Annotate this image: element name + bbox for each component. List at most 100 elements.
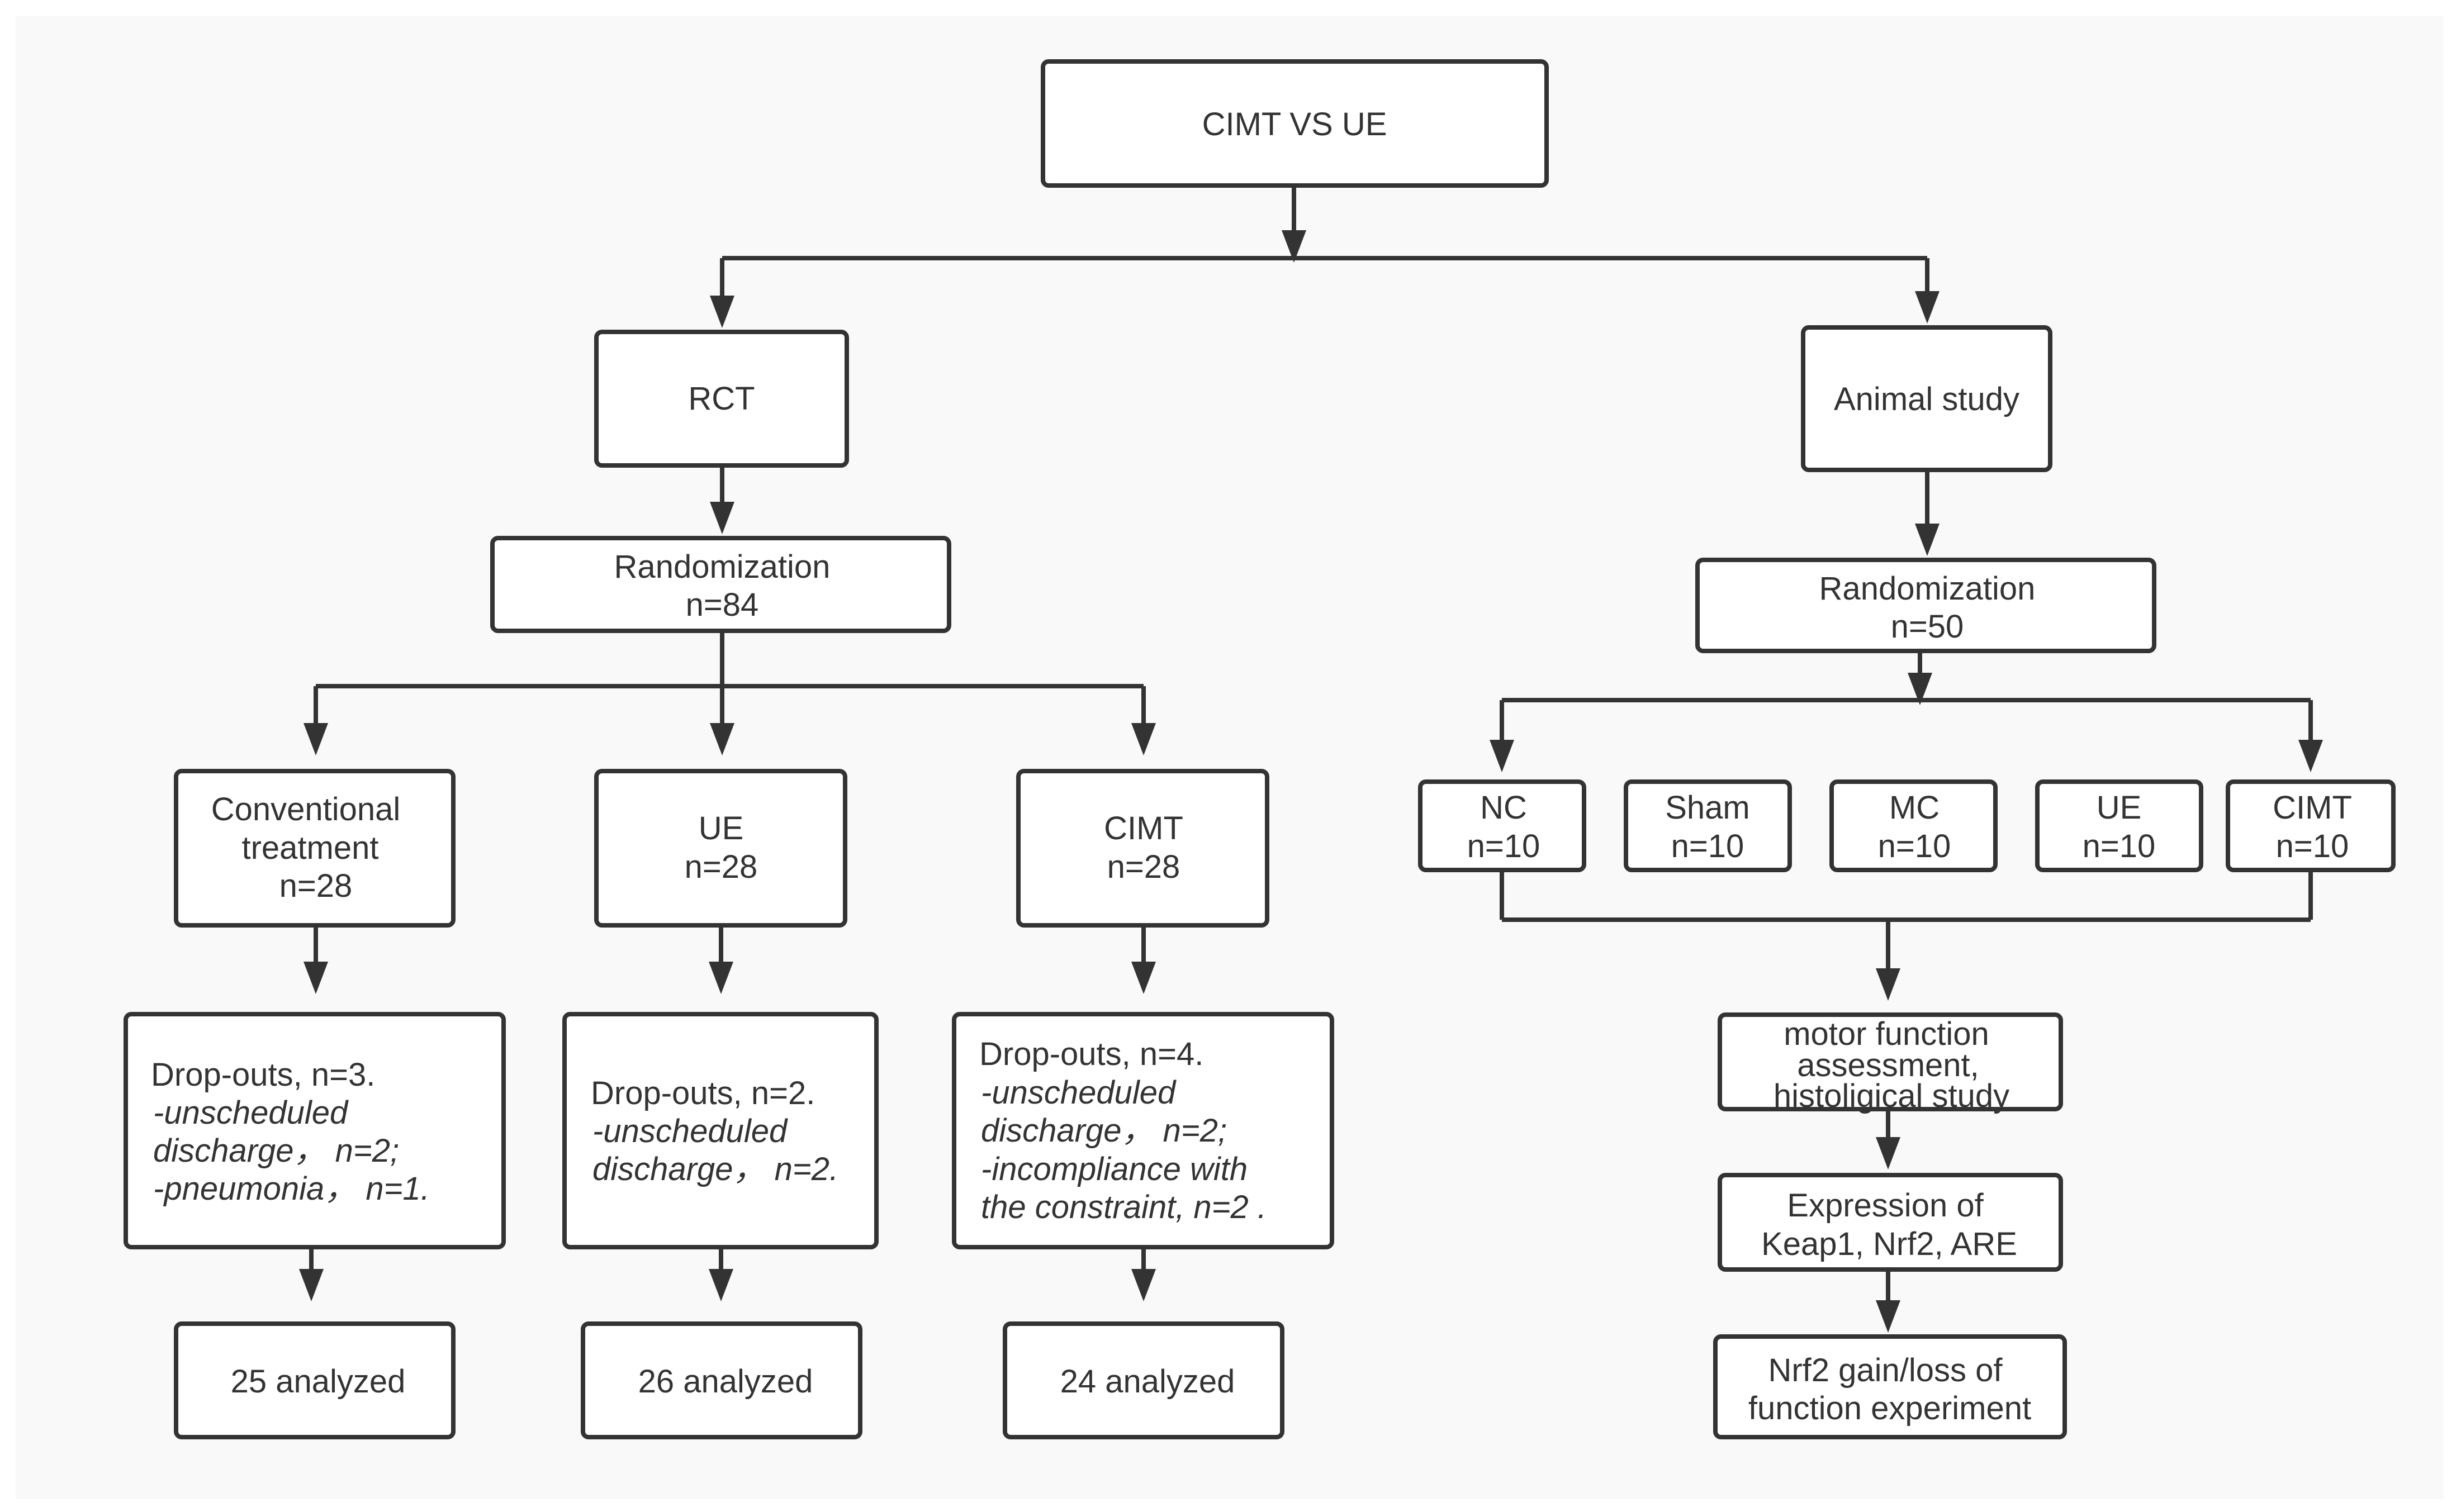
dropouts-detail: -unscheduled [153,1095,349,1131]
dropouts-conventional: Drop-outs, n=3. -unscheduled discharge， … [124,1012,506,1249]
arrowhead-groups-randomization [1908,673,1932,705]
step-assessment: motor function assessment, histoligical … [1718,1012,2063,1114]
step-expression: Expression of Keap1, Nrf2, ARE [1718,1173,2063,1272]
arm-name-line: Conventional [211,791,401,828]
arrowhead-assessment [1876,968,1900,1001]
arm-n: n=28 [279,868,353,904]
dropouts-box [952,1012,1334,1249]
animal-randomization-line: Randomization [1819,570,2036,607]
group-box [2035,779,2203,872]
rct-randomization-node: Randomization n=84 [490,536,951,633]
arrowhead-cimt-group [2298,740,2323,772]
arm-name-line: treatment [242,830,379,866]
analyzed-box [174,1321,456,1439]
dropouts-detail: discharge， n=2; [153,1133,399,1169]
dropouts-detail: -pneumonia， n=1. [153,1171,430,1207]
group-box [1624,779,1792,872]
rct-node: RCT [594,330,849,468]
group-name: NC [1480,790,1527,826]
arrowhead-expression [1876,1137,1900,1169]
animal-randomization-node: Randomization n=50 [1695,558,2156,653]
step-nrf2: Nrf2 gain/loss of function experiment [1713,1334,2067,1439]
group-n: n=10 [1878,828,1951,864]
animal-label: Animal study [1834,381,2019,417]
group-n: n=10 [2083,828,2156,864]
arm-name-line: UE [699,810,744,847]
dropouts-detail: -incompliance with [981,1151,1248,1187]
arrowhead-cimt-analyzed [1131,1269,1156,1301]
analyzed-label: 26 analyzed [638,1363,813,1400]
step-line: Expression of [1787,1187,1984,1224]
step-box [1718,1012,2063,1111]
analyzed-ue: 26 analyzed [581,1321,862,1439]
arm-box [174,769,456,928]
animal-node: Animal study [1801,325,2052,472]
analyzed-cimt: 24 analyzed [1003,1321,1284,1439]
rct-randomization-box [490,536,951,633]
step-line: histoligical study [1774,1078,2009,1114]
dropouts-cimt: Drop-outs, n=4. -unscheduled discharge， … [952,1012,1334,1249]
group-name: MC [1889,790,1940,826]
arrowhead-ue-analyzed [709,1269,733,1301]
analyzed-label: 24 analyzed [1060,1363,1235,1400]
dropouts-heading: Drop-outs, n=2. [591,1075,815,1111]
dropouts-box [124,1012,506,1249]
group-n: n=10 [2276,828,2349,864]
group-box [2226,779,2396,872]
dropouts-detail: -unscheduled [981,1074,1177,1111]
group-sham: Sham n=10 [1624,779,1792,872]
dropouts-heading: Drop-outs, n=3. [151,1057,375,1093]
arm-cimt: CIMT n=28 [1016,769,1269,928]
step-line: motor function [1784,1016,1989,1052]
step-line: Keap1, Nrf2, ARE [1761,1226,2017,1262]
arrowhead-conventional [304,723,328,755]
group-n: n=10 [1467,828,1540,864]
animal-randomization-line: n=50 [1891,608,1964,645]
step-line: function experiment [1748,1390,2031,1427]
arrowhead-rct-randomization [710,502,734,534]
arrowhead-ue [710,723,734,755]
group-box [1418,779,1586,872]
group-name: Sham [1665,790,1750,826]
group-cimt: CIMT n=10 [2226,779,2396,872]
arm-name-line: CIMT [1104,810,1183,847]
arm-conventional: Conventional treatment n=28 [174,769,456,928]
rct-label: RCT [688,381,755,417]
dropouts-detail: discharge， n=2. [592,1151,838,1187]
arrowhead-animal-randomization [1915,524,1940,556]
arrowheads [299,230,2323,1333]
group-nc: NC n=10 [1418,779,1586,872]
animal-box [1801,325,2052,472]
group-n: n=10 [1671,828,1744,864]
group-box [1829,779,1998,872]
arm-n: n=28 [1107,849,1180,885]
arrowhead-ue-dropouts [709,962,733,994]
dropouts-heading: Drop-outs, n=4. [979,1036,1203,1072]
top-box [1041,59,1549,188]
arrowhead-nc [1490,740,1514,772]
step-box [1718,1173,2063,1272]
rct-randomization-line: n=84 [686,587,759,623]
analyzed-box [1003,1321,1284,1439]
analyzed-conventional: 25 analyzed [174,1321,456,1439]
group-name: UE [2097,790,2142,826]
arrowhead-conventional-dropouts [304,962,328,994]
analyzed-box [581,1321,862,1439]
rct-box [594,330,849,468]
arrowhead-rct [710,296,734,328]
arrowhead-conventional-analyzed [299,1269,324,1301]
dropouts-box [562,1012,879,1249]
arrowhead-top [1282,230,1306,263]
step-line: Nrf2 gain/loss of [1768,1352,2003,1389]
dropouts-detail: -unscheduled [592,1113,788,1149]
arrowhead-animal [1915,291,1940,324]
top-label: CIMT VS UE [1202,106,1387,142]
arm-n: n=28 [685,849,758,885]
arrowhead-nrf2 [1876,1300,1900,1333]
dropouts-ue: Drop-outs, n=2. -unscheduled discharge， … [562,1012,879,1249]
rct-randomization-line: Randomization [614,549,831,585]
step-box [1713,1334,2067,1439]
arm-ue: UE n=28 [594,769,847,928]
dropouts-detail: discharge， n=2; [981,1112,1227,1149]
